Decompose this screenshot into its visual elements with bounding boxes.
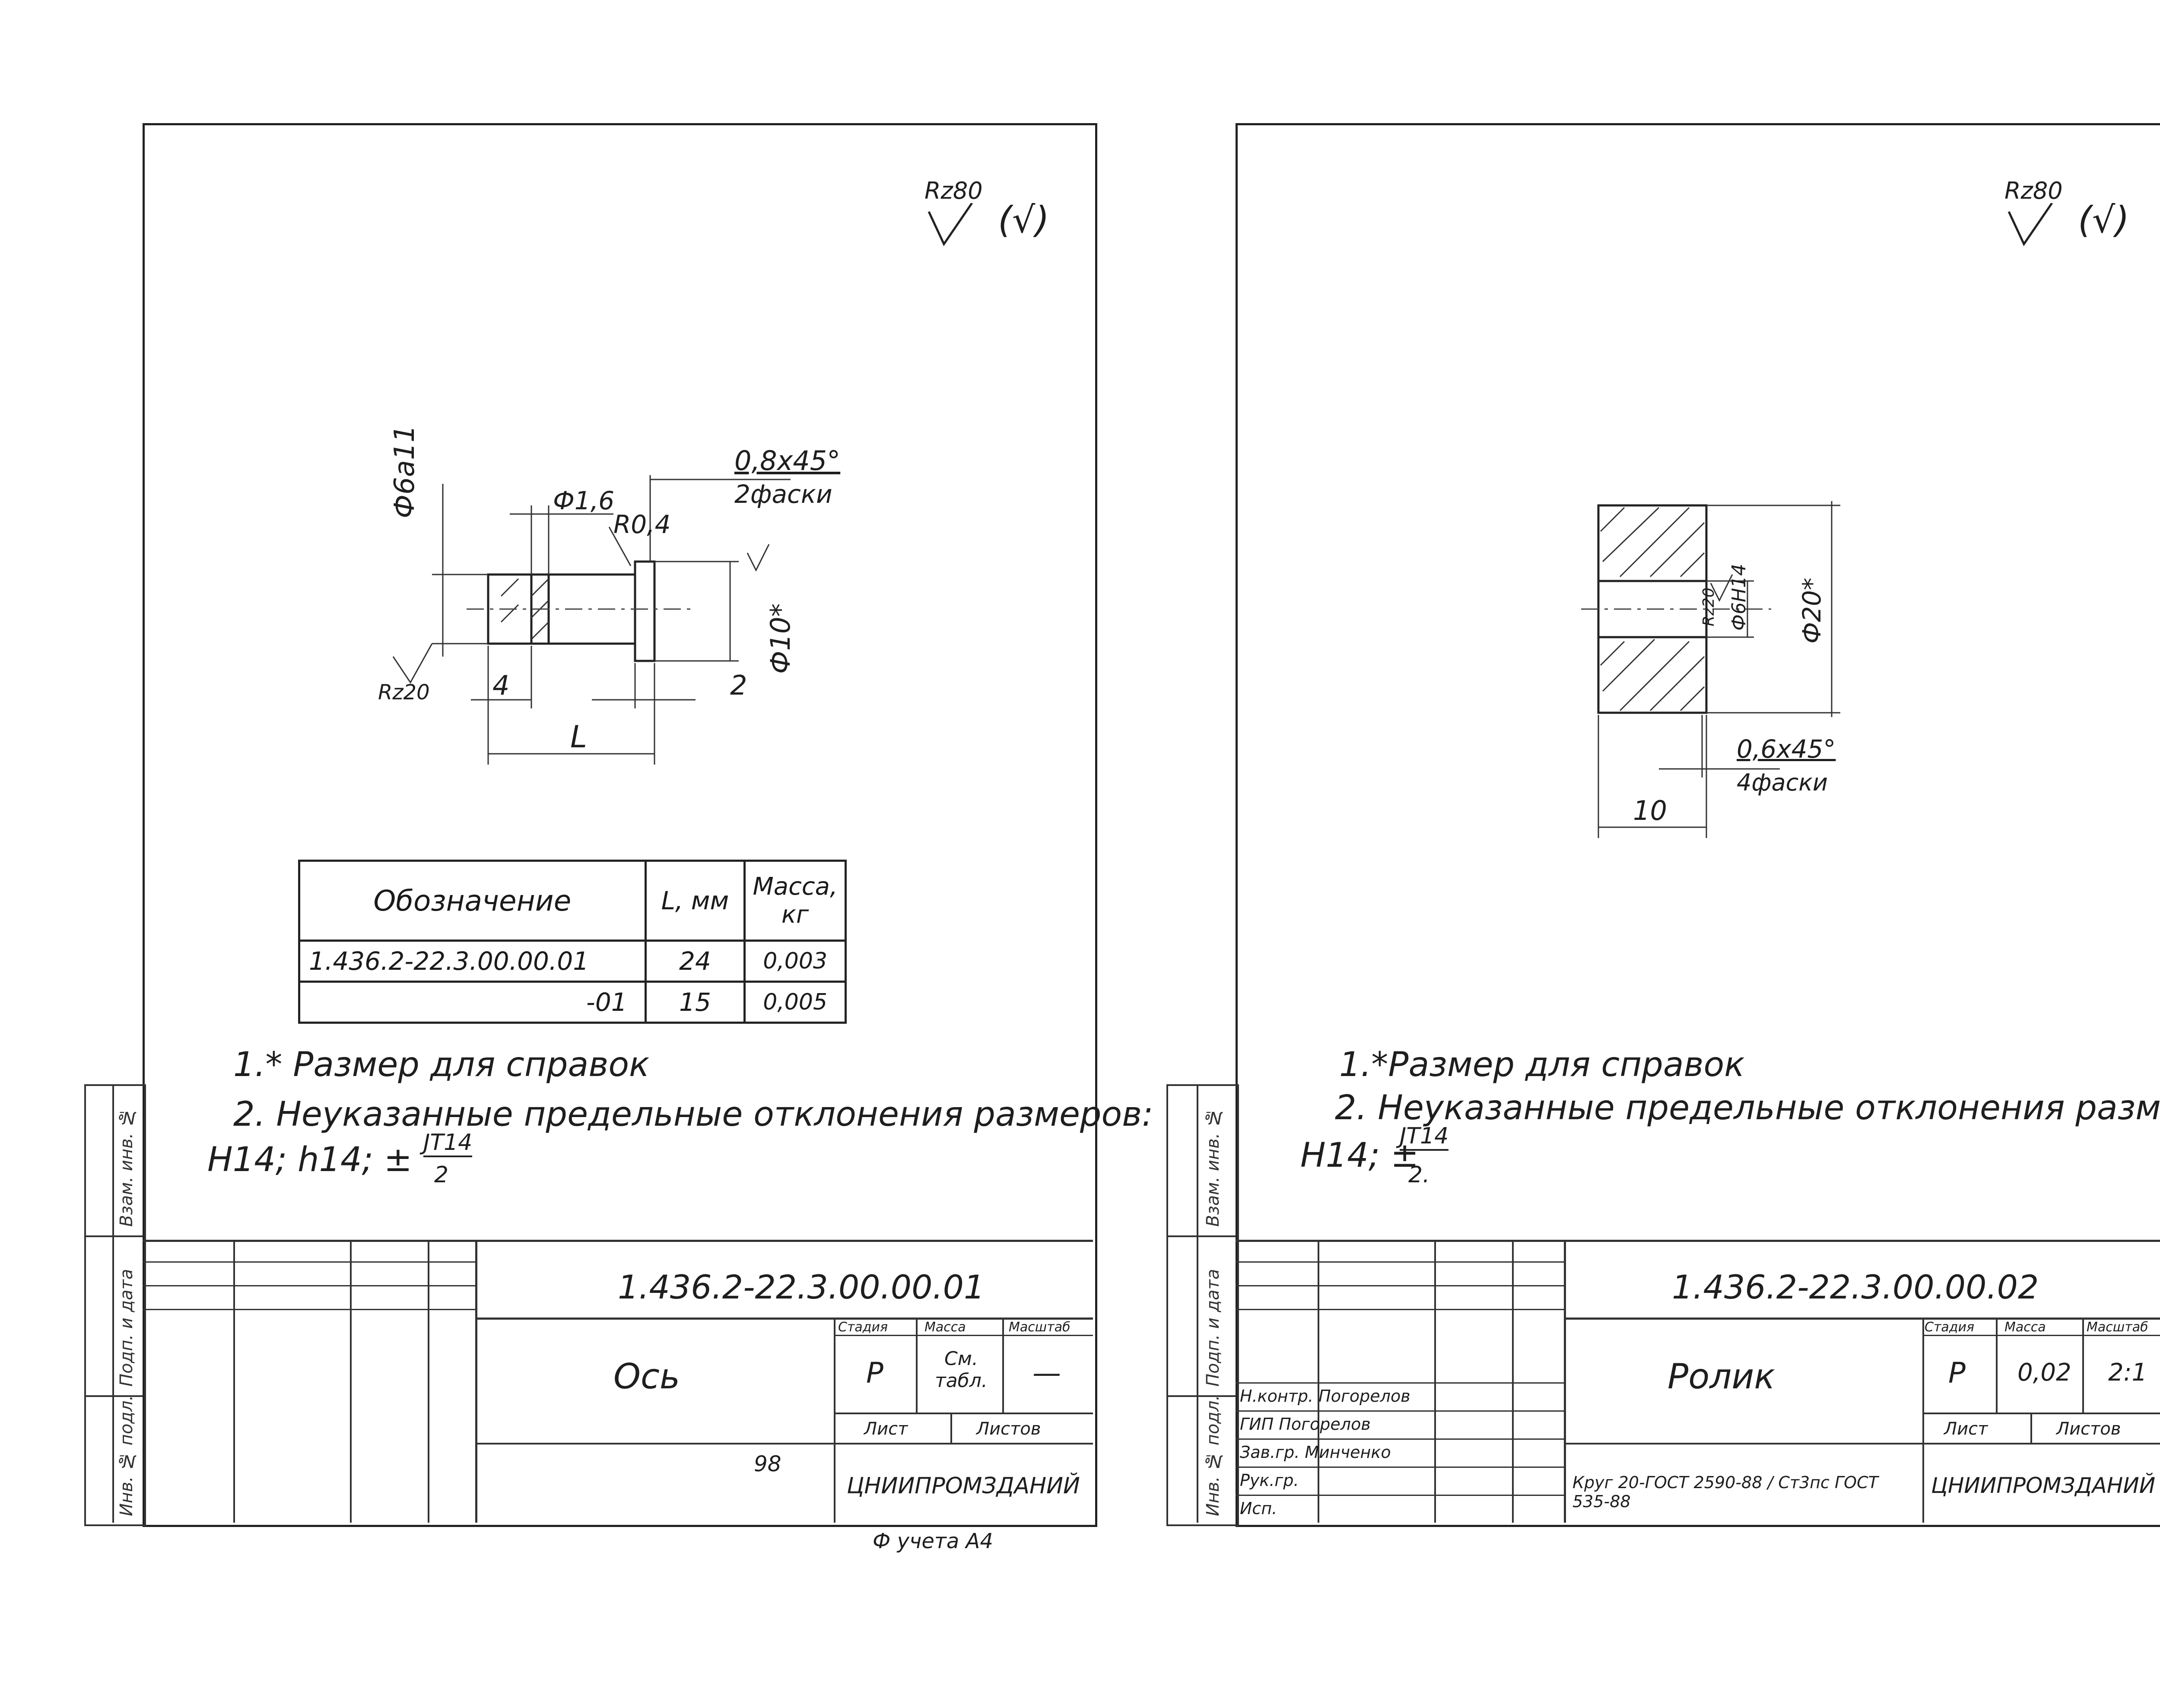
note-3-numerator: JT14 bbox=[423, 1130, 473, 1157]
dim-inner-dia: Ф6Н14 bbox=[1728, 564, 1750, 631]
signer-row: Исп. bbox=[1240, 1499, 1277, 1518]
side-cell-sign: Подп. и дата bbox=[117, 1269, 137, 1387]
dim-chamfer-count: 2фаски bbox=[734, 479, 832, 509]
dim-rz20: Rz20 bbox=[378, 680, 430, 705]
spec-table: Обозначение L, мм Масса, кг 1.436.2-22.3… bbox=[298, 860, 847, 1024]
title-stage: Р bbox=[866, 1356, 883, 1390]
note-2: 2. Неуказанные предельные отклонения раз… bbox=[233, 1095, 1153, 1134]
table-row: -01 15 0,005 bbox=[298, 981, 847, 1024]
axle-head bbox=[634, 560, 656, 662]
drawing-sheet-left bbox=[143, 123, 1097, 1527]
title-mass: 0,02 bbox=[2017, 1359, 2071, 1387]
roughness-check-icon bbox=[2008, 203, 2053, 247]
title-org: ЦНИИПРОМЗДАНИЙ bbox=[847, 1473, 1080, 1499]
roughness-check-icon bbox=[928, 203, 973, 247]
signer-row: Зав.гр. Минченко bbox=[1240, 1443, 1391, 1462]
note-1: 1.* Размер для справок bbox=[233, 1045, 650, 1084]
dim-radius: R0,4 bbox=[613, 510, 671, 539]
roughness-symbol: Rz80 bbox=[2004, 177, 2063, 204]
title-scale: — bbox=[1032, 1356, 1061, 1390]
note-1: 1.*Размер для справок bbox=[1339, 1045, 1745, 1084]
roughness-paren: (√) bbox=[998, 199, 1050, 241]
dim-shaft-dia: Ф6а11 bbox=[389, 425, 421, 518]
signer-row: Рук.гр. bbox=[1240, 1471, 1299, 1490]
side-cell-replace: Взам. инв. № bbox=[117, 1108, 137, 1227]
axle-drawing bbox=[392, 475, 791, 765]
side-cell-replace: Взам. инв. № bbox=[1203, 1108, 1223, 1227]
dim-length: L bbox=[570, 719, 587, 755]
roughness-symbol: Rz80 bbox=[924, 177, 983, 204]
side-cell-sign: Подп. и дата bbox=[1203, 1269, 1223, 1387]
dim-width: 10 bbox=[1633, 795, 1667, 826]
table-row: 1.436.2-22.3.00.00.01 24 0,003 bbox=[298, 940, 847, 983]
title-scale: 2:1 bbox=[2108, 1359, 2147, 1387]
side-cell-inv: Инв. № подл. bbox=[117, 1395, 137, 1516]
title-col-mass: Масса bbox=[924, 1320, 966, 1335]
title-col-scale: Масштаб bbox=[2087, 1320, 2148, 1335]
note-3-denominator: 2. bbox=[1408, 1162, 1430, 1188]
title-org: ЦНИИПРОМЗДАНИЙ bbox=[1931, 1473, 2156, 1498]
dim-head-dia: Ф10* bbox=[765, 603, 796, 674]
note-2: 2. Неуказанные предельные отклонения раз… bbox=[1335, 1089, 2160, 1127]
title-mass: См. табл. bbox=[935, 1348, 988, 1392]
title-designation: 1.436.2-22.3.00.00.02 bbox=[1672, 1268, 2039, 1306]
title-col-stage: Стадия bbox=[1925, 1320, 1975, 1335]
title-col-stage: Стадия bbox=[838, 1320, 888, 1335]
signer-row: Н.контр. Погорелов bbox=[1240, 1387, 1410, 1406]
title-designation: 1.436.2-22.3.00.00.01 bbox=[618, 1268, 985, 1306]
note-3: H14; ± bbox=[1300, 1136, 1419, 1175]
side-strip-right bbox=[1166, 1084, 1239, 1526]
dim-hole-dia: Ф1,6 bbox=[553, 486, 615, 515]
below-sheet-note: Ф учета А4 bbox=[873, 1529, 993, 1553]
dim-2: 2 bbox=[730, 670, 747, 701]
title-col-mass: Масса bbox=[2004, 1320, 2046, 1335]
dim-chamfer: 0,6x45° bbox=[1737, 734, 1836, 764]
drawing-sheet-right bbox=[1236, 123, 2160, 1527]
dim-chamfer-count: 4фаски bbox=[1737, 769, 1828, 796]
title-sheets-label: Листов bbox=[976, 1419, 1041, 1439]
note-3-denominator: 2 bbox=[434, 1162, 449, 1188]
signer-row: ГИП Погорелов bbox=[1240, 1415, 1371, 1434]
table-header-length: L, мм bbox=[644, 860, 746, 942]
side-strip-left bbox=[84, 1084, 146, 1526]
dim-rz20: Rz20 bbox=[1700, 587, 1718, 626]
title-sub-num: 98 bbox=[754, 1451, 781, 1476]
title-sheets-label: Листов bbox=[2056, 1419, 2121, 1439]
table-header-mass: Масса, кг bbox=[743, 860, 847, 942]
roller-drawing bbox=[1581, 501, 1840, 838]
note-3-numerator: JT14 bbox=[1400, 1123, 1449, 1151]
title-sheet-label: Лист bbox=[1944, 1419, 1988, 1439]
title-name: Ось bbox=[613, 1356, 680, 1397]
dim-outer-dia: Ф20* bbox=[1797, 578, 1826, 644]
dim-4: 4 bbox=[492, 670, 510, 701]
table-header-designation: Обозначение bbox=[298, 860, 647, 942]
side-cell-inv: Инв. № подл. bbox=[1203, 1395, 1223, 1516]
title-stage: Р bbox=[1948, 1356, 1966, 1390]
title-sheet-label: Лист bbox=[864, 1419, 908, 1439]
title-col-scale: Масштаб bbox=[1009, 1320, 1070, 1335]
roughness-paren: (√) bbox=[2078, 199, 2130, 241]
title-name: Ролик bbox=[1668, 1356, 1775, 1397]
dim-chamfer: 0,8x45° bbox=[734, 445, 841, 476]
title-material: Круг 20-ГОСТ 2590-88 / Ст3пс ГОСТ 535-88 bbox=[1572, 1473, 1878, 1511]
note-3: H14; h14; ± bbox=[207, 1140, 413, 1179]
